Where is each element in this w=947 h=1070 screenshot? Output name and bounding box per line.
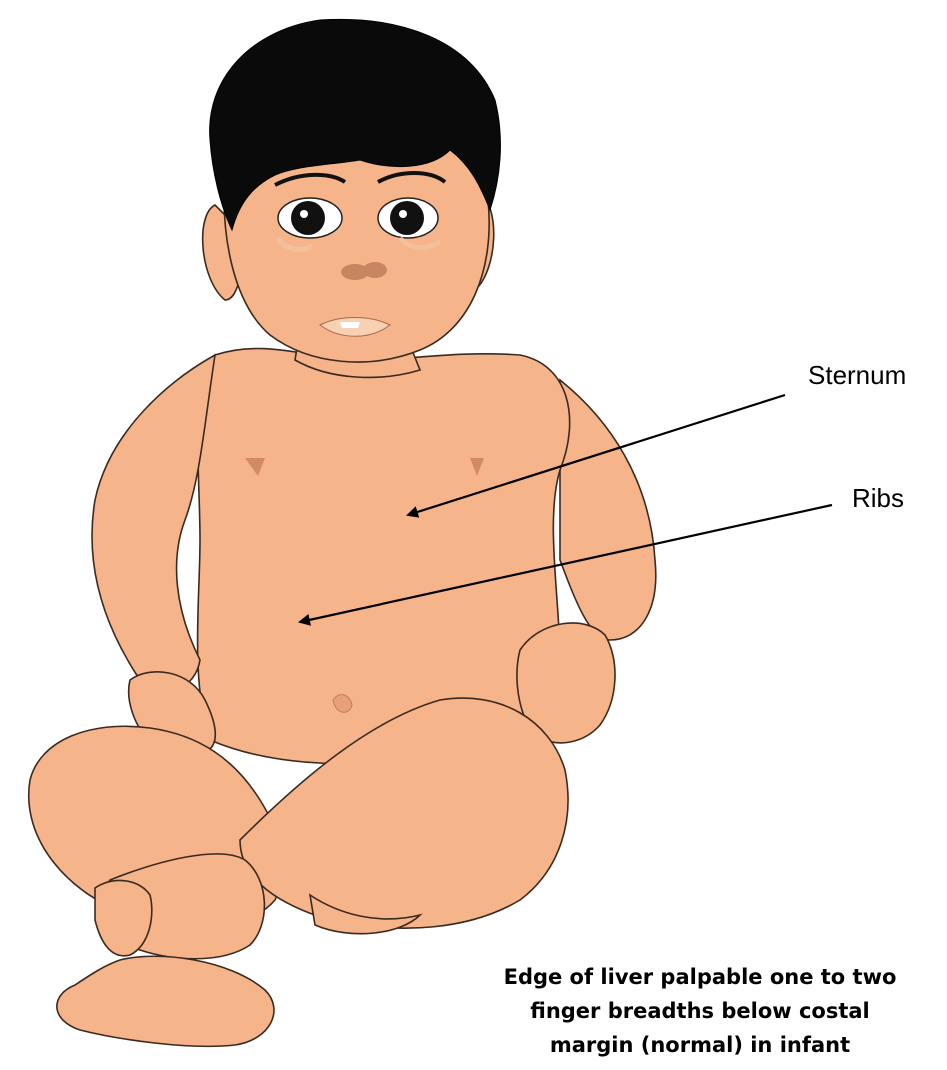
torso xyxy=(198,349,570,764)
caption-line-3: margin (normal) in infant xyxy=(420,1028,947,1062)
left-arm xyxy=(92,355,215,690)
right-pupil xyxy=(390,201,424,235)
left-foot xyxy=(57,956,274,1046)
teeth xyxy=(340,322,360,328)
left-pupil xyxy=(291,201,325,235)
ribs-label: Ribs xyxy=(852,483,904,514)
caption-line-1: Edge of liver palpable one to two xyxy=(420,960,947,994)
caption: Edge of liver palpable one to two finger… xyxy=(420,960,947,1062)
right-arm xyxy=(560,380,656,640)
nose-right xyxy=(363,262,387,278)
sternum-label: Sternum xyxy=(808,360,906,391)
caption-line-2: finger breadths below costal xyxy=(420,994,947,1028)
